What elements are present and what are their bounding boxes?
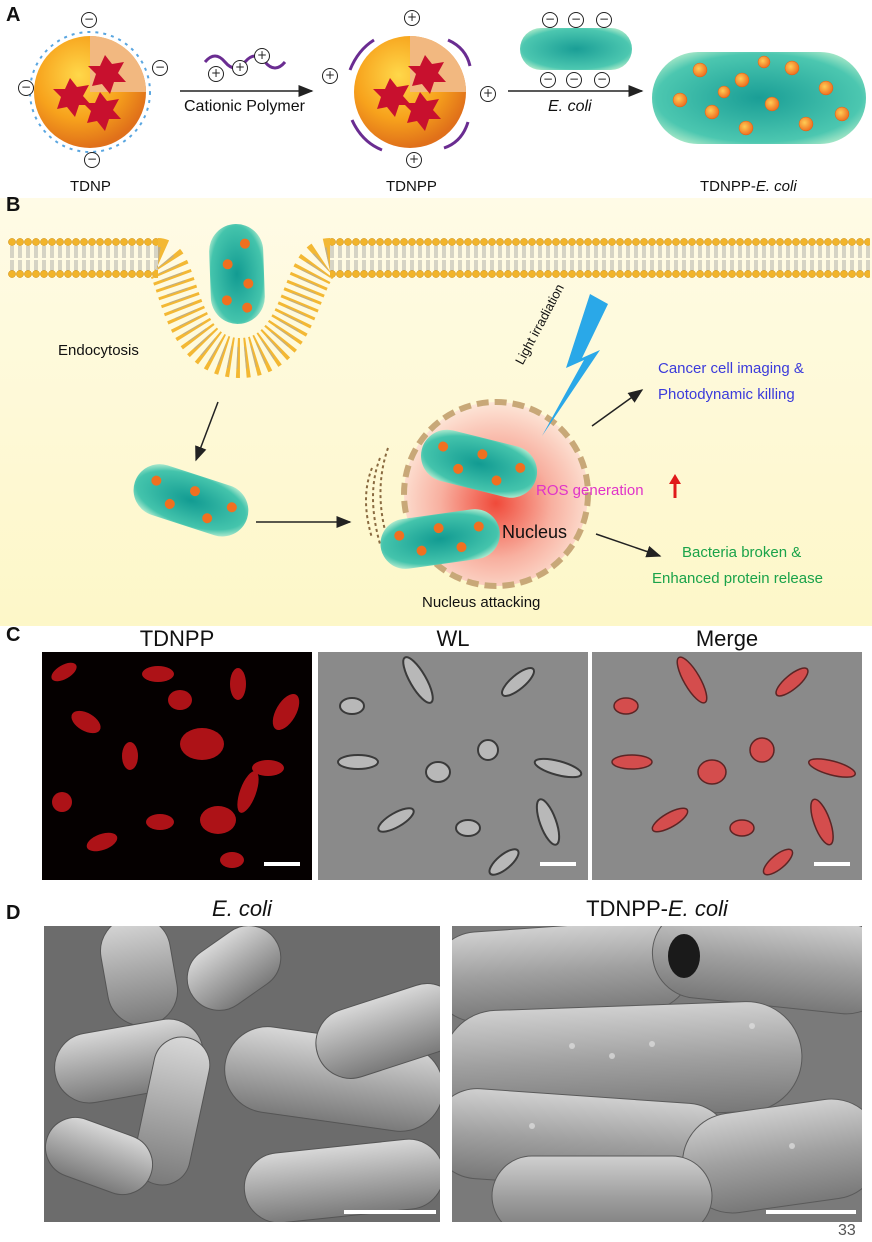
outcome2-line1: Bacteria broken &: [682, 544, 802, 561]
negative-charge-icon: −: [596, 12, 612, 28]
lightning-icon: [542, 294, 608, 436]
wl-image-title: WL: [436, 626, 470, 651]
tdnpp-image-title: TDNPP: [139, 626, 215, 651]
negative-charge-icon: −: [566, 72, 582, 88]
wl-image: [318, 652, 588, 880]
attacking-bacterium-1: [421, 429, 538, 498]
panel-b-letter: B: [6, 194, 21, 216]
entering-bacterium: [209, 223, 265, 324]
tdnpp-ecoli-cell: [652, 52, 866, 144]
ecoli-sem-image: [44, 926, 440, 1222]
tdnpp-ecoli-sem-image: [452, 926, 862, 1222]
panel-c-letter: C: [6, 624, 21, 646]
negative-charge-icon: −: [84, 152, 100, 168]
merge-image: [592, 652, 862, 880]
negative-charge-icon: −: [568, 12, 584, 28]
positive-charge-icon: +: [404, 10, 420, 26]
scale-bar: [766, 1210, 856, 1214]
scale-bar: [344, 1210, 436, 1214]
outcome2-line2: Enhanced protein release: [652, 570, 823, 587]
endocytosis-label: Endocytosis: [58, 342, 139, 359]
attacking-bacterium-2: [380, 509, 500, 569]
page-number: 33: [838, 1222, 856, 1239]
scale-bar: [814, 862, 850, 866]
positive-charge-icon: +: [406, 152, 422, 168]
positive-charge-icon: +: [208, 66, 224, 82]
positive-charge-icon: +: [232, 60, 248, 76]
tdnp-label: TDNP: [70, 178, 111, 195]
positive-charge-icon: +: [480, 86, 496, 102]
negative-charge-icon: −: [594, 72, 610, 88]
ecoli-sem-title: E. coli: [212, 896, 272, 921]
negative-charge-icon: −: [81, 12, 97, 28]
panel-d-letter: D: [6, 902, 21, 924]
outcome1-line2: Photodynamic killing: [658, 386, 795, 403]
positive-charge-icon: +: [254, 48, 270, 64]
negative-charge-icon: −: [542, 12, 558, 28]
negative-charge-icon: −: [152, 60, 168, 76]
panel-b-diagram: [8, 223, 870, 589]
tdnpp-ecoli-sem-title: TDNPP-E. coli: [586, 896, 728, 921]
panel-a-letter: A: [6, 4, 21, 26]
panel-a-diagram: [29, 28, 866, 153]
ros-generation-label: ROS generation: [536, 482, 644, 499]
negative-charge-icon: −: [18, 80, 34, 96]
internalized-bacterium: [133, 464, 249, 537]
arrow2-label: E. coli: [548, 98, 592, 115]
up-arrow-head: [669, 474, 681, 484]
tdnpp-sphere: [348, 36, 472, 152]
outcome1-line1: Cancer cell imaging &: [658, 360, 804, 377]
negative-charge-icon: −: [540, 72, 556, 88]
tdnp-sphere: [29, 31, 151, 153]
cell-membrane: [8, 238, 870, 379]
scale-bar: [540, 862, 576, 866]
scale-bar: [264, 862, 300, 866]
tdnpp-label: TDNPP: [386, 178, 437, 195]
merge-image-title: Merge: [695, 626, 759, 651]
ecoli-cell-icon: [520, 28, 632, 70]
nucleus-label: Nucleus: [502, 522, 568, 542]
tdnpp-ecoli-label: TDNPP-E. coli: [700, 178, 797, 195]
arrow1-label: Cationic Polymer: [184, 98, 305, 115]
positive-charge-icon: +: [322, 68, 338, 84]
tdnpp-fluorescence-image: [42, 652, 312, 880]
nucleus-attacking-label: Nucleus attacking: [422, 594, 541, 611]
